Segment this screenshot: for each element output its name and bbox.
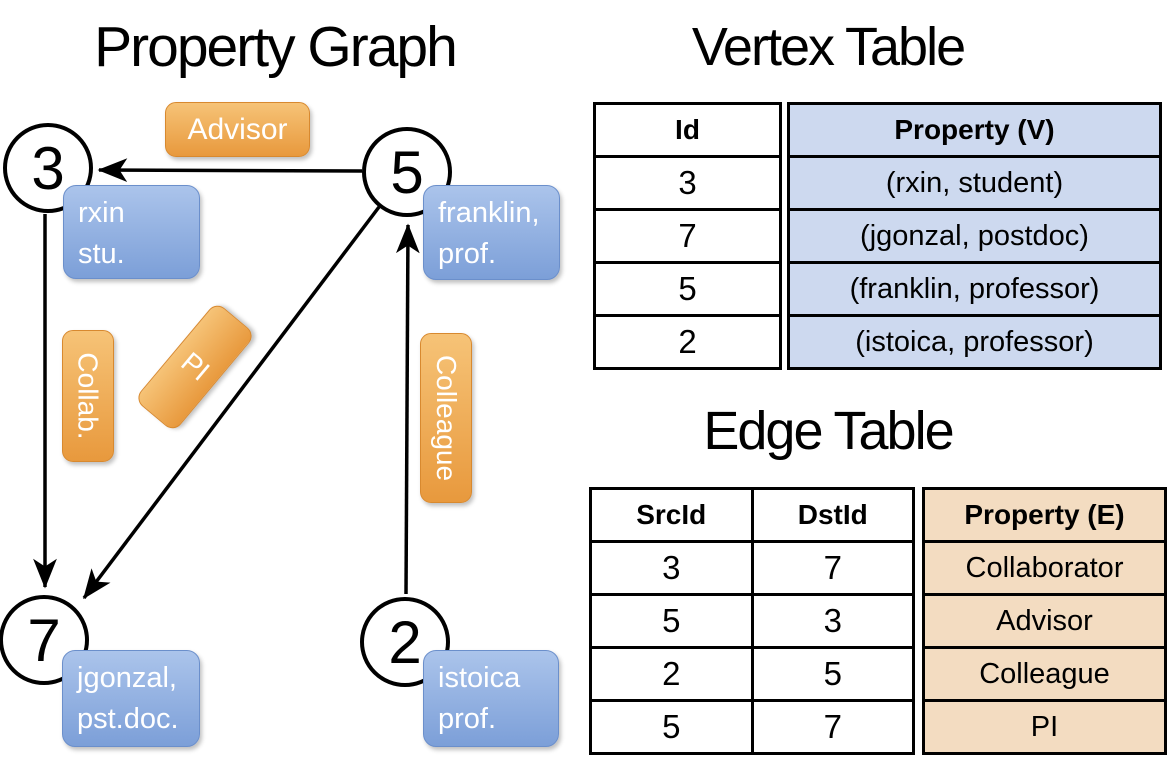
table-row: 5 7 (589, 699, 915, 755)
table-row: (istoica, professor) (787, 314, 1162, 370)
table-row: 5 (593, 261, 782, 317)
callout-line: pst.doc. (77, 702, 179, 735)
cell-id: 3 (593, 155, 782, 211)
node-id: 2 (388, 608, 422, 676)
cell-src: 5 (589, 593, 754, 649)
table-row: SrcId DstId (589, 487, 915, 543)
callout-line: franklin, (438, 197, 540, 229)
vertex-callout-franklin: franklin, prof. (423, 185, 560, 280)
cell-dst: 7 (750, 699, 915, 755)
cell-id: 5 (593, 261, 782, 317)
cell-id: 7 (593, 208, 782, 264)
table-row: 5 3 (589, 593, 915, 649)
graph-edges (33, 158, 420, 600)
graph-node-5: 5 (362, 127, 452, 217)
cell-dst: 7 (750, 540, 915, 596)
cell-src: 5 (589, 699, 754, 755)
table-row: 7 (593, 208, 782, 264)
table-row: Property (V) (787, 102, 1162, 158)
edge-label-collab: Collab. (62, 330, 114, 462)
vertex-table-id-column: Id 3 7 5 2 (593, 102, 782, 370)
cell-dst: 3 (750, 593, 915, 649)
table-row: Id (593, 102, 782, 158)
cell-id-header: Id (593, 102, 782, 158)
edge-label-advisor: Advisor (165, 102, 310, 157)
callout-line: rxin (78, 197, 125, 229)
callout-line: prof. (438, 702, 497, 735)
cell-property: PI (922, 699, 1167, 755)
node-id: 5 (390, 138, 424, 206)
edge-label-text: PI (175, 346, 216, 387)
edge-table-property-column: Property (E) Collaborator Advisor Collea… (922, 487, 1167, 755)
edge-table-title: Edge Table (703, 401, 954, 461)
cell-dst: 5 (750, 646, 915, 702)
edge-label-text: Colleague (431, 354, 463, 482)
node-id: 7 (27, 606, 61, 674)
cell-property: (istoica, professor) (787, 314, 1162, 370)
table-row: Colleague (922, 646, 1167, 702)
node-id: 3 (31, 134, 65, 202)
cell-property: Advisor (922, 593, 1167, 649)
cell-property: Colleague (922, 646, 1167, 702)
table-row: 3 (593, 155, 782, 211)
edge-label-colleague: Colleague (420, 333, 472, 503)
callout-line: stu. (78, 237, 125, 270)
callout-line: jgonzal, (77, 662, 177, 694)
table-row: (franklin, professor) (787, 261, 1162, 317)
edge-table-id-columns: SrcId DstId 3 7 5 3 2 5 5 7 (589, 487, 915, 755)
callout-line: prof. (438, 237, 497, 270)
cell-id: 2 (593, 314, 782, 370)
cell-src: 2 (589, 646, 754, 702)
table-row: Advisor (922, 593, 1167, 649)
edge-line-advisor (97, 158, 363, 183)
table-row: Collaborator (922, 540, 1167, 596)
table-row: PI (922, 699, 1167, 755)
table-row: (rxin, student) (787, 155, 1162, 211)
edge-line-colleague (395, 223, 420, 595)
edge-label-text: Collab. (73, 352, 105, 440)
property-graph-title: Property Graph (94, 15, 458, 79)
table-row: 2 5 (589, 646, 915, 702)
vertex-table-title: Vertex Table (691, 17, 966, 77)
vertex-callout-istoica: istoica prof. (423, 650, 559, 747)
table-row: 2 (593, 314, 782, 370)
cell-src: 3 (589, 540, 754, 596)
table-row: 3 7 (589, 540, 915, 596)
edge-label-text: Advisor (187, 112, 288, 146)
table-row: (jgonzal, postdoc) (787, 208, 1162, 264)
cell-property-header: Property (V) (787, 102, 1162, 158)
cell-src-header: SrcId (589, 487, 754, 543)
cell-dst-header: DstId (750, 487, 915, 543)
cell-property: (rxin, student) (787, 155, 1162, 211)
edge-line-pi (82, 205, 381, 600)
cell-property-header: Property (E) (922, 487, 1167, 543)
vertex-table-property-column: Property (V) (rxin, student) (jgonzal, p… (787, 102, 1162, 370)
callout-line: istoica (438, 662, 521, 694)
cell-property: (franklin, professor) (787, 261, 1162, 317)
table-row: Property (E) (922, 487, 1167, 543)
cell-property: (jgonzal, postdoc) (787, 208, 1162, 264)
vertex-callout-jgonzal: jgonzal, pst.doc. (62, 650, 200, 747)
cell-property: Collaborator (922, 540, 1167, 596)
vertex-callout-rxin: rxin stu. (63, 185, 200, 279)
graph-node-2: 2 (360, 597, 450, 687)
